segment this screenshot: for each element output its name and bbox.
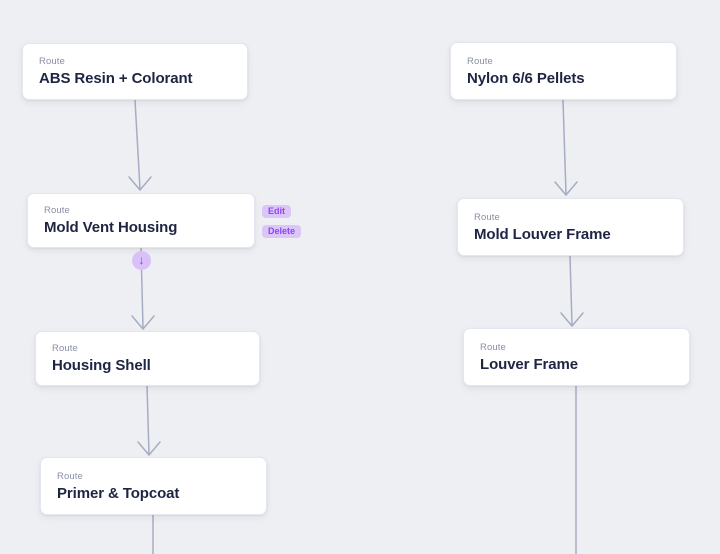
node-mold-vent-housing[interactable]: Route Mold Vent Housing	[27, 193, 255, 248]
connector-arrowhead	[554, 181, 578, 196]
node-title: Mold Vent Housing	[44, 219, 178, 236]
node-type-label: Route	[39, 56, 65, 67]
connector-edge	[134, 99, 141, 190]
node-type-label: Route	[474, 211, 500, 223]
node-louver-frame[interactable]: Route Louver Frame	[463, 328, 690, 386]
node-type-label: Route	[480, 341, 506, 353]
connector-arrowhead	[137, 441, 161, 456]
node-housing-shell[interactable]: Route Housing Shell	[35, 331, 260, 386]
node-abs-resin-colorant[interactable]: Route ABS Resin + Colorant	[22, 43, 248, 100]
node-title: Housing Shell	[52, 357, 151, 374]
node-title: Primer & Topcoat	[57, 484, 180, 502]
node-nylon-pellets[interactable]: Route Nylon 6/6 Pellets	[450, 42, 677, 100]
node-title: ABS Resin + Colorant	[39, 70, 193, 87]
connector-arrowhead	[131, 315, 155, 330]
edit-node-button[interactable]: Edit	[262, 205, 291, 218]
node-type-label: Route	[57, 470, 83, 482]
delete-node-button[interactable]: Delete	[262, 225, 302, 238]
node-primer-topcoat[interactable]: Route Primer & Topcoat	[40, 457, 267, 515]
connector-arrowhead	[560, 312, 584, 327]
node-title: Mold Louver Frame	[474, 225, 611, 243]
node-mold-louver-frame[interactable]: Route Mold Louver Frame	[457, 198, 684, 256]
node-title: Nylon 6/6 Pellets	[467, 69, 585, 87]
connector-edge	[562, 99, 567, 195]
node-type-label: Route	[467, 55, 493, 67]
node-title: Louver Frame	[480, 355, 578, 373]
insert-step-down-arrow-icon[interactable]: ↓	[132, 251, 151, 270]
connector-arrowhead	[128, 176, 152, 191]
node-type-label: Route	[52, 343, 78, 354]
connector-edge	[569, 255, 573, 326]
connector-edge	[146, 385, 150, 455]
node-type-label: Route	[44, 205, 70, 216]
